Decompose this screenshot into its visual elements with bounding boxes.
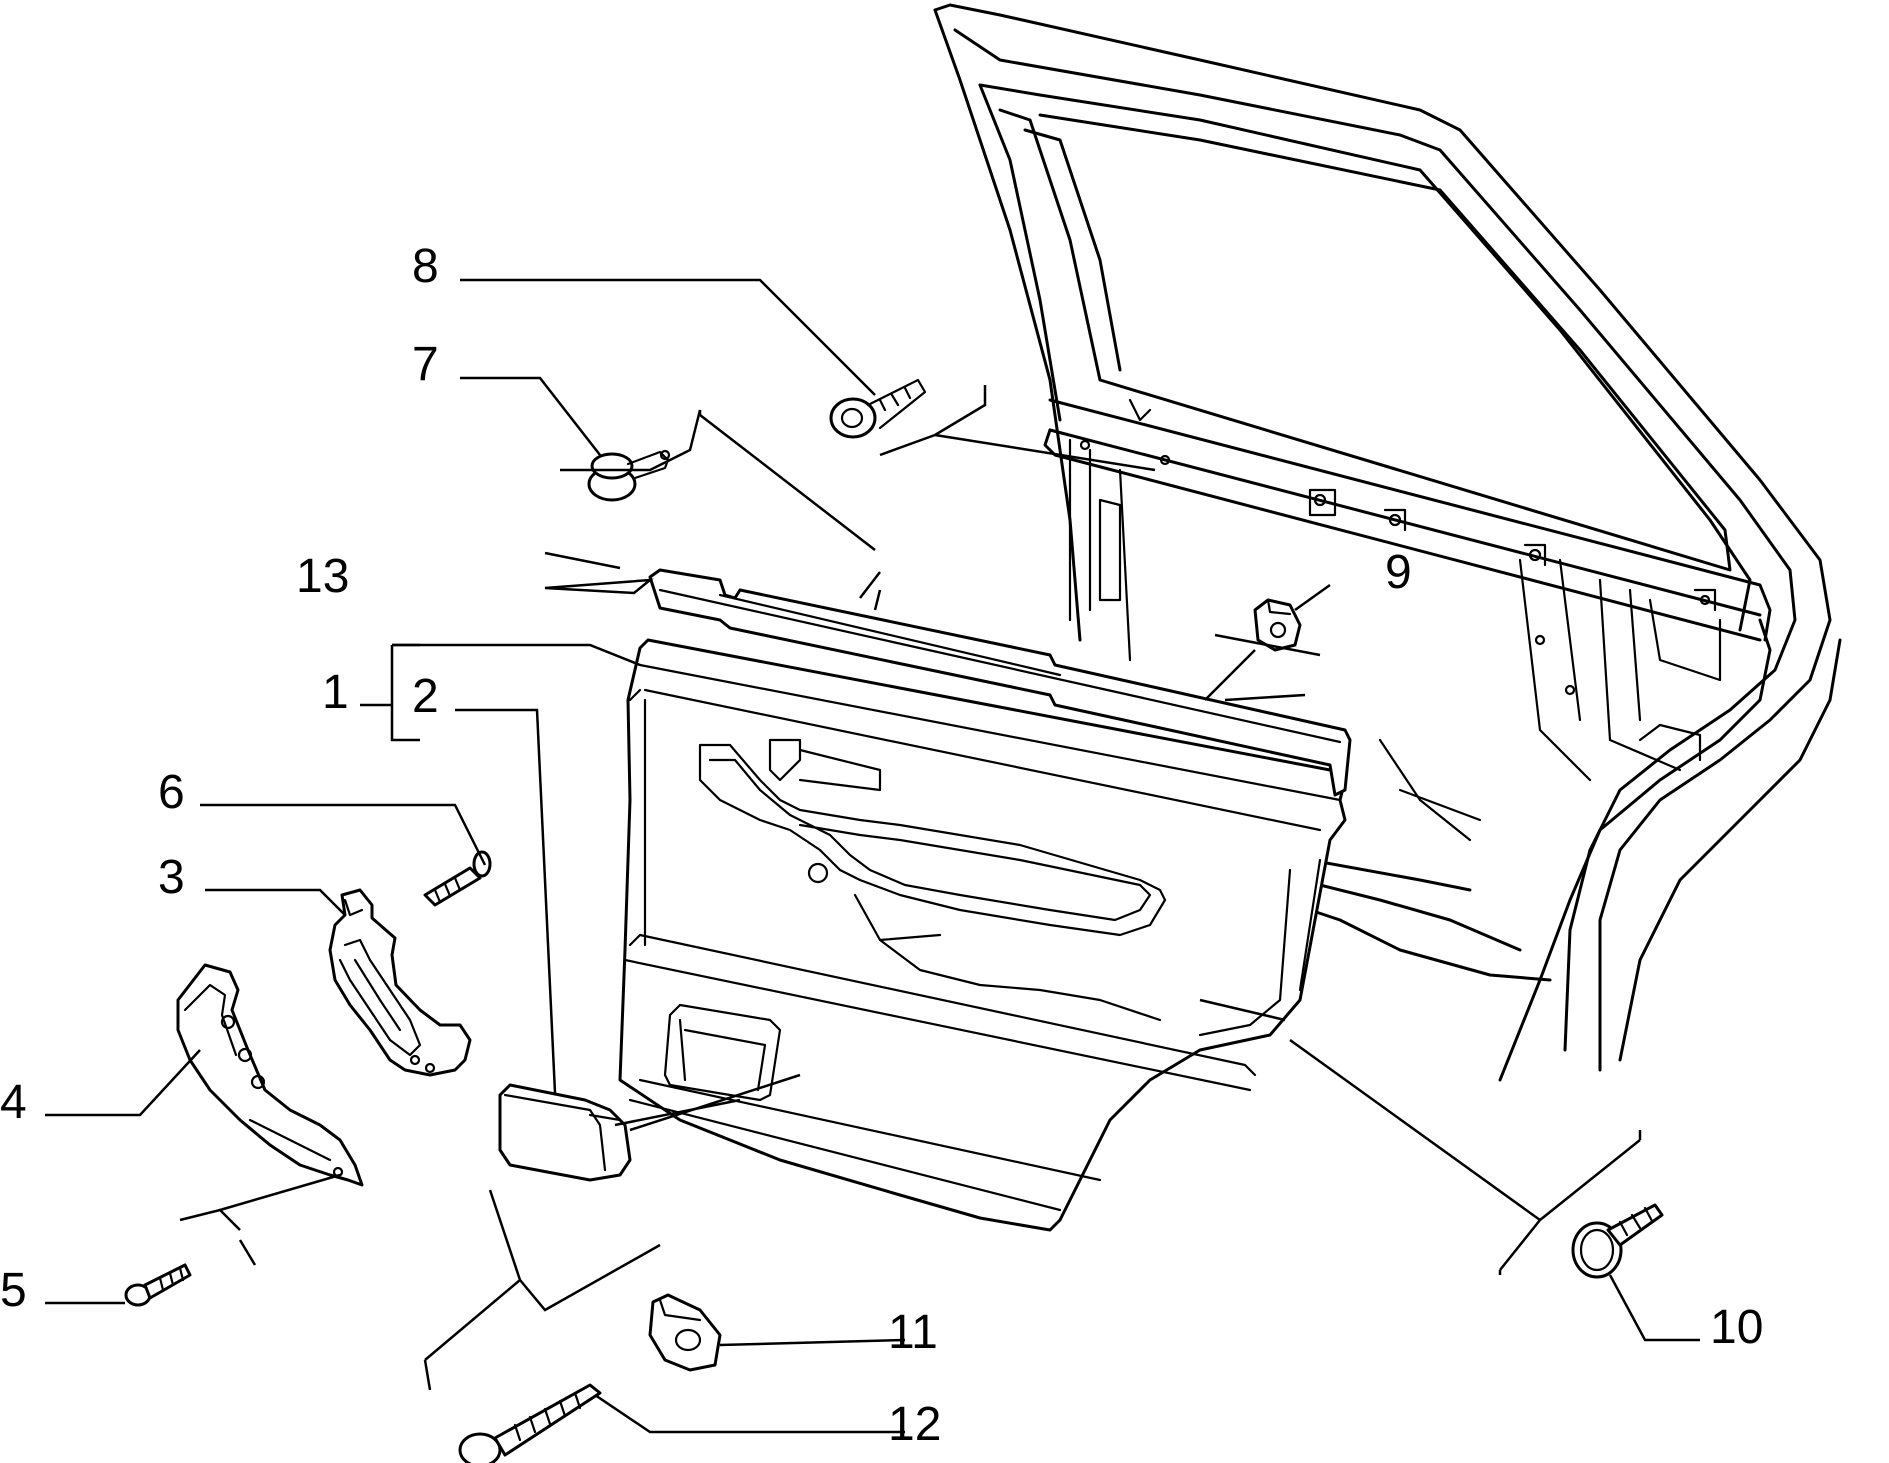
- callout-11: 11: [888, 1306, 938, 1359]
- clip-11: [648, 1293, 722, 1372]
- screw-12: [458, 1383, 602, 1463]
- push-pin-7: [587, 449, 671, 502]
- callout-12: 12: [888, 1398, 941, 1451]
- push-pin-8: [829, 378, 927, 439]
- callout-8: 8: [412, 240, 439, 293]
- callout-labels: 8 7 13 9 1 2 6 3 4 5 10 11 12: [0, 240, 1763, 1451]
- callout-2: 2: [412, 670, 439, 723]
- screw-5: [124, 1263, 192, 1307]
- door-trim-panel: [618, 638, 1347, 1232]
- callout-13: 13: [296, 550, 349, 603]
- callout-5: 5: [0, 1264, 27, 1317]
- leader-lines: [45, 278, 1700, 1434]
- screw-6: [423, 850, 492, 907]
- callout-1: 1: [322, 666, 349, 719]
- callout-3: 3: [158, 851, 185, 904]
- callout-7: 7: [412, 338, 439, 391]
- screw-10: [1571, 1203, 1664, 1279]
- upper-trim-strip: [648, 568, 1352, 797]
- callout-4: 4: [0, 1076, 27, 1129]
- callout-10: 10: [1710, 1301, 1763, 1354]
- clip-9: [1253, 598, 1302, 652]
- armrest-4: [176, 963, 364, 1187]
- handle-cup-2: [498, 1083, 632, 1182]
- callout-9: 9: [1385, 546, 1412, 599]
- bracket-3: [328, 888, 472, 1077]
- door-frame: [933, 3, 1842, 1082]
- callout-6: 6: [158, 766, 185, 819]
